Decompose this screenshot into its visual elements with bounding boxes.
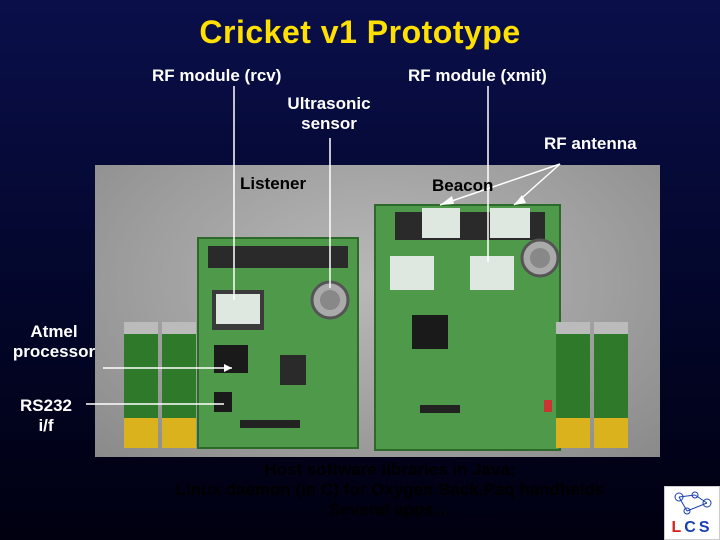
label-ultrasonic-sensor: Ultrasonic sensor	[276, 94, 382, 134]
label-beacon: Beacon	[432, 176, 494, 195]
label-rs232-line2: i/f	[38, 416, 54, 435]
label-rf-module-rcv: RF module (rcv)	[152, 66, 282, 85]
listener-board	[197, 237, 359, 449]
logo-letter-s: S	[698, 519, 713, 536]
label-atmel-line1: Atmel	[30, 322, 78, 341]
batteries-left	[124, 322, 196, 448]
callout-arrowheads	[224, 195, 526, 372]
label-atmel-processor: Atmel processor	[4, 322, 104, 362]
label-rs232: RS232 i/f	[14, 396, 78, 436]
logo-letter-c: C	[684, 519, 699, 536]
logo-text: LCS	[665, 519, 719, 537]
footer-line1: Host software libraries in Java;	[264, 460, 516, 479]
beacon-board	[374, 204, 561, 451]
label-rf-module-xmit: RF module (xmit)	[408, 66, 547, 85]
label-rf-antenna: RF antenna	[544, 134, 637, 153]
footer-line2: Linux daemon (in C) for Oxygen Back.Paq …	[175, 480, 605, 499]
footer-line3: Several apps…	[329, 500, 451, 519]
label-listener: Listener	[240, 174, 307, 193]
label-rs232-line1: RS232	[20, 396, 72, 415]
label-atmel-line2: processor	[12, 342, 96, 361]
logo-graphic-icon	[674, 491, 712, 515]
lcs-logo: LCS	[664, 486, 720, 540]
label-ultrasonic-line2: sensor	[301, 114, 357, 133]
label-ultrasonic-line1: Ultrasonic	[287, 94, 371, 113]
logo-letter-l: L	[671, 519, 685, 536]
slide-title: Cricket v1 Prototype	[199, 14, 521, 50]
footer-text: Host software libraries in Java; Linux d…	[120, 460, 660, 520]
callout-lines	[86, 86, 561, 405]
batteries-right	[556, 322, 628, 448]
